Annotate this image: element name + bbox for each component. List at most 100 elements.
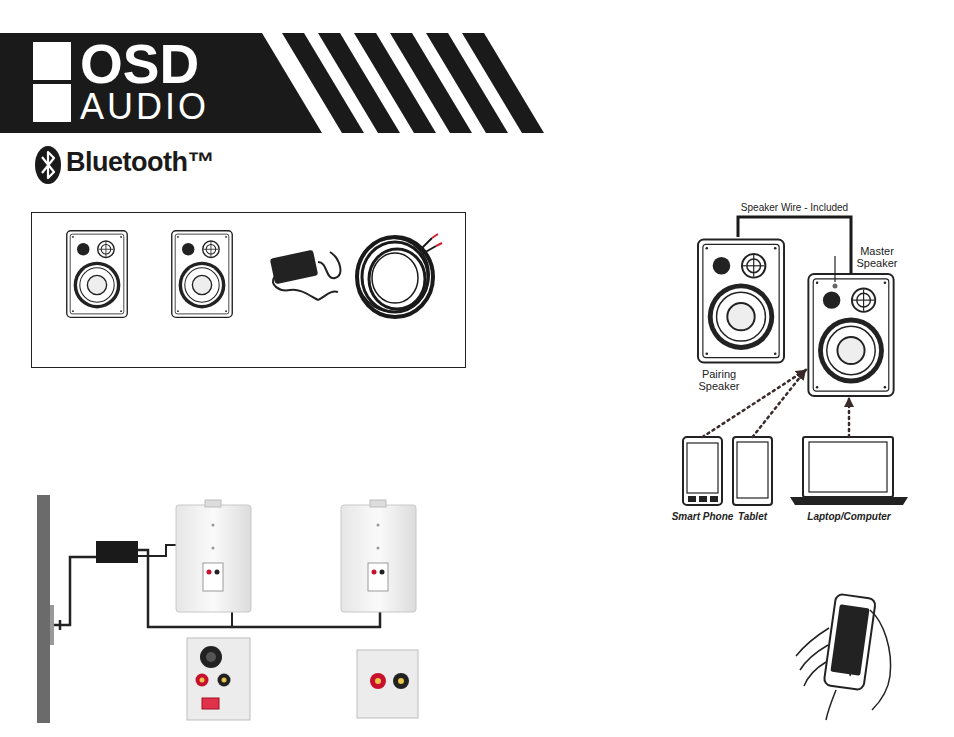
phone-icon — [710, 496, 718, 502]
terminal-panel — [200, 646, 222, 668]
speaker-and-device-icons — [834, 256, 835, 282]
bluetooth-link-arrow — [848, 397, 851, 437]
phone-icon — [683, 437, 722, 505]
terminal-panel — [357, 650, 418, 718]
speaker-back — [377, 524, 380, 527]
wiring-diagram — [50, 605, 54, 645]
terminal-panel — [206, 652, 216, 662]
node-label: Smart Phone — [672, 511, 734, 523]
cable-coil — [436, 243, 442, 246]
speaker-and-device-icons — [833, 284, 838, 289]
laptop-icon — [803, 437, 893, 497]
terminal-panel — [187, 638, 250, 720]
brand-subname: AUDIO — [80, 89, 209, 125]
phone-icon — [687, 443, 718, 493]
hand-with-phone — [800, 645, 828, 670]
speaker-back — [341, 500, 416, 612]
package-contents — [172, 231, 233, 318]
terminal-panel — [218, 674, 231, 687]
speaker-back — [380, 570, 385, 575]
tablet-icon — [733, 437, 772, 505]
wiring-diagram — [37, 495, 50, 723]
speaker-back — [203, 563, 223, 591]
hand-with-phone — [796, 594, 891, 720]
logo-banner — [33, 42, 71, 80]
package-contents — [67, 231, 128, 318]
smart-phone: Smart Phone — [683, 437, 722, 505]
phone-icon — [683, 437, 722, 505]
tablet-icon — [733, 437, 772, 505]
pairing-speaker: Pairing Speaker — [697, 237, 785, 365]
speaker-back — [176, 505, 251, 612]
phone-icon — [688, 496, 696, 502]
speaker-and-device-icons — [683, 239, 908, 505]
brand-name: OSD — [80, 37, 199, 92]
package-contents — [32, 213, 466, 368]
laptop-icon — [790, 437, 908, 505]
node-label: Laptop/Computer — [807, 511, 890, 523]
logo-banner — [33, 84, 71, 122]
cable-coil — [372, 253, 418, 303]
power-adapter — [273, 276, 318, 300]
node-label: Tablet — [738, 511, 767, 523]
terminal-panel — [393, 673, 409, 689]
laptop-icon — [790, 497, 908, 505]
cable-coil — [357, 238, 429, 312]
hand-with-phone — [796, 628, 829, 656]
bluetooth-link-arrow — [753, 370, 807, 437]
speaker-wire — [738, 217, 851, 273]
master-speaker: Master Speaker — [806, 273, 896, 397]
speaker-back — [215, 570, 220, 575]
speaker-back — [368, 563, 388, 591]
speaker-back — [212, 524, 215, 527]
speaker-and-device-icons — [698, 239, 784, 362]
wiring-diagram — [37, 495, 418, 723]
speaker-back — [205, 500, 221, 507]
speaker-back — [372, 570, 377, 575]
cable-coil — [422, 246, 436, 254]
speaker-back — [207, 570, 212, 575]
speaker-back — [377, 547, 380, 550]
hand-with-phone — [838, 628, 851, 676]
terminal-panel — [370, 673, 386, 689]
terminal-panel — [187, 638, 250, 720]
terminal-panel — [196, 674, 209, 687]
cable-coil — [432, 234, 438, 238]
hand-with-phone — [870, 610, 891, 710]
wiring-diagram — [54, 620, 60, 630]
cable-coil — [357, 237, 433, 317]
power-adapter — [318, 292, 338, 300]
logo-banner — [462, 33, 544, 133]
edge-label: Speaker Wire - Included — [739, 202, 850, 214]
package-contents — [32, 213, 466, 368]
hand-with-phone — [804, 662, 826, 686]
power-adapter — [270, 250, 318, 285]
speaker-back — [370, 500, 386, 507]
bluetooth-logo — [35, 146, 61, 184]
cable-coil — [357, 234, 442, 317]
hand-with-phone — [830, 604, 869, 676]
tablet-icon — [737, 442, 768, 498]
terminal-panel — [375, 678, 381, 684]
hand-with-phone — [824, 594, 876, 691]
wiring-diagram — [96, 541, 138, 563]
logo-banner — [0, 33, 544, 133]
cable-coil — [369, 249, 425, 309]
hand-with-phone — [826, 690, 836, 720]
terminal-panel — [357, 650, 418, 718]
phone-icon — [699, 496, 707, 502]
bluetooth-logo — [42, 152, 54, 178]
node-label: Pairing Speaker — [693, 368, 745, 392]
terminal-panel — [200, 678, 205, 683]
terminal-panel — [398, 678, 404, 684]
speaker-and-device-icons — [808, 274, 893, 396]
laptop-computer: Laptop/Computer — [790, 437, 908, 505]
terminal-panel — [222, 678, 227, 683]
tablet: Tablet — [733, 437, 772, 505]
speaker-back — [341, 505, 416, 612]
wiring-diagram — [60, 557, 96, 625]
bluetooth-wordmark: Bluetooth™ — [66, 149, 214, 176]
power-adapter — [318, 252, 340, 278]
laptop-icon — [809, 442, 887, 492]
